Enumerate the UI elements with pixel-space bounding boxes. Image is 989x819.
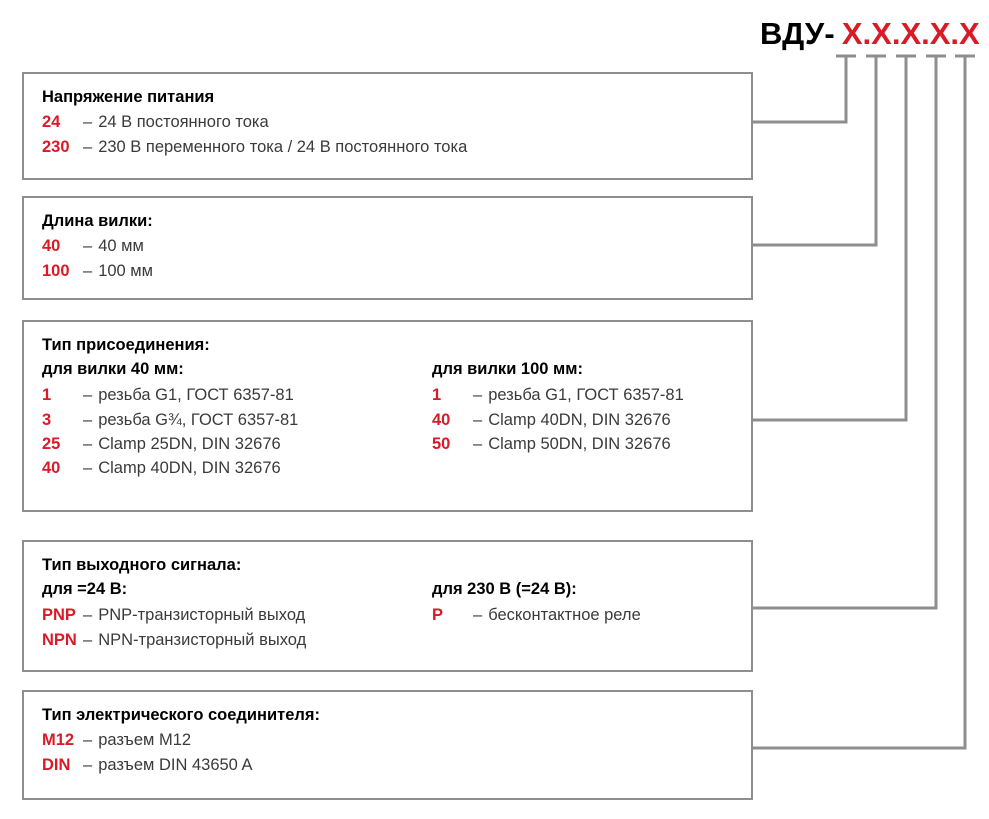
option-code: DIN — [42, 755, 71, 774]
option-description: 40 мм — [98, 237, 144, 256]
block-connector-title: Тип электрического соединителя: — [42, 706, 321, 724]
option-dash: – — [473, 606, 483, 625]
option-description: 230 В переменного тока / 24 В постоянног… — [98, 137, 468, 156]
option-row: 40 – 40 мм — [42, 234, 432, 258]
block-output-signal: Тип выходного сигнала: для =24 В: PNP – … — [22, 540, 753, 672]
option-dash: – — [83, 755, 93, 774]
option-description: бесконтактное реле — [488, 606, 641, 625]
option-code: NPN — [42, 630, 77, 649]
option-dash: – — [83, 606, 93, 625]
block-process-options-100mm: для вилки 100 мм: 1 – резьба G1, ГОСТ 63… — [432, 358, 732, 481]
option-code: 3 — [42, 410, 52, 429]
block-voltage: Напряжение питания 24 – 24 В постоянного… — [22, 72, 753, 180]
option-code: PNP — [42, 606, 76, 625]
block-electrical-connector: Тип электрического соединителя: M12 – ра… — [22, 690, 753, 800]
order-code-header: ВДУ- X.X.X.X.X — [760, 16, 980, 52]
block-length-options: 40 – 40 мм 100 – 100 мм — [42, 234, 432, 283]
option-code: 40 — [42, 459, 61, 478]
option-dash: – — [473, 410, 483, 429]
block-voltage-options: 24 – 24 В постоянного тока 230 – 230 В п… — [42, 110, 467, 159]
option-row: 25 – Clamp 25DN, DIN 32676 — [42, 432, 432, 456]
leader-line-process — [753, 56, 908, 422]
option-description: разъем M12 — [98, 731, 192, 750]
option-dash: – — [83, 137, 93, 156]
option-row: 1 – резьба G1, ГОСТ 6357-81 — [42, 383, 432, 407]
leader-line-length — [753, 56, 878, 247]
option-description: Clamp 50DN, DIN 32676 — [488, 435, 671, 453]
block-length: Длина вилки: 40 – 40 мм 100 – 100 мм — [22, 196, 753, 300]
block-process-connection: Тип присоединения: для вилки 40 мм: 1 – … — [22, 320, 753, 512]
option-description: Clamp 40DN, DIN 32676 — [98, 459, 281, 478]
option-row: P – бесконтактное реле — [432, 603, 732, 627]
option-row: 100 – 100 мм — [42, 259, 432, 283]
order-code-pattern: X.X.X.X.X — [841, 16, 980, 51]
option-dash: – — [83, 459, 93, 478]
option-dash: – — [83, 435, 93, 453]
option-code: M12 — [42, 731, 75, 750]
option-dash: – — [83, 386, 93, 405]
option-code: 40 — [42, 237, 61, 256]
block-process-subtitle-right: для вилки 100 мм: — [432, 360, 583, 379]
option-description: PNP-транзисторный выход — [98, 606, 306, 625]
option-dash: – — [83, 261, 93, 280]
option-dash: – — [83, 731, 93, 750]
option-dash: – — [83, 630, 93, 649]
option-description: резьба G1, ГОСТ 6357-81 — [98, 386, 294, 405]
option-row: 3 – резьба G¾, ГОСТ 6357-81 — [42, 408, 432, 432]
option-description: резьба G1, ГОСТ 6357-81 — [488, 386, 684, 405]
block-connector-options: M12 – разъем M12 DIN – разъем DIN 43650 … — [42, 728, 432, 777]
option-row: PNP – PNP-транзисторный выход — [42, 603, 432, 627]
option-row: 40 – Clamp 40DN, DIN 32676 — [432, 408, 732, 432]
option-code: 50 — [432, 435, 451, 453]
leader-line-voltage — [753, 56, 848, 124]
option-dash: – — [83, 410, 93, 429]
option-row: NPN – NPN-транзисторный выход — [42, 628, 432, 652]
leader-line-output — [753, 56, 938, 610]
option-description: резьба G¾, ГОСТ 6357-81 — [98, 410, 299, 429]
block-output-options-230v: для 230 В (=24 В): P – бесконтактное рел… — [432, 578, 732, 652]
option-code: 24 — [42, 113, 61, 132]
option-row: 230 – 230 В переменного тока / 24 В пост… — [42, 135, 467, 159]
block-output-options-24v: для =24 В: PNP – PNP-транзисторный выход… — [42, 578, 432, 652]
option-dash: – — [473, 386, 483, 405]
option-row: 40 – Clamp 40DN, DIN 32676 — [42, 456, 432, 480]
option-description: Clamp 40DN, DIN 32676 — [488, 410, 671, 429]
option-row: 24 – 24 В постоянного тока — [42, 110, 432, 134]
block-output-subtitle-left: для =24 В: — [42, 580, 128, 599]
option-code: P — [432, 606, 444, 625]
option-description: 24 В постоянного тока — [98, 113, 269, 132]
option-row: DIN – разъем DIN 43650 A — [42, 753, 432, 777]
option-code: 1 — [432, 386, 442, 405]
block-process-title: Тип присоединения: — [42, 336, 210, 354]
block-output-title: Тип выходного сигнала: — [42, 556, 242, 574]
block-voltage-title: Напряжение питания — [42, 88, 215, 106]
option-row: M12 – разъем M12 — [42, 728, 432, 752]
option-code: 40 — [432, 410, 451, 429]
option-row: 50 – Clamp 50DN, DIN 32676 — [432, 432, 732, 456]
option-description: Clamp 25DN, DIN 32676 — [98, 435, 281, 453]
order-code-prefix: ВДУ- — [760, 16, 835, 51]
option-description: 100 мм — [98, 261, 153, 280]
block-output-subtitle-right: для 230 В (=24 В): — [432, 580, 577, 599]
block-length-title: Длина вилки: — [42, 212, 153, 230]
option-dash: – — [473, 435, 483, 453]
option-code: 1 — [42, 386, 52, 405]
option-description: NPN-транзисторный выход — [98, 630, 307, 649]
block-process-subtitle-left: для вилки 40 мм: — [42, 360, 184, 379]
option-dash: – — [83, 237, 93, 256]
leader-line-connector — [753, 56, 967, 750]
option-code: 25 — [42, 435, 61, 453]
option-dash: – — [83, 113, 93, 132]
block-process-options-40mm: для вилки 40 мм: 1 – резьба G1, ГОСТ 635… — [42, 358, 432, 481]
option-row: 1 – резьба G1, ГОСТ 6357-81 — [432, 383, 732, 407]
option-code: 100 — [42, 261, 70, 280]
option-code: 230 — [42, 137, 70, 156]
option-description: разъем DIN 43650 A — [98, 755, 253, 774]
